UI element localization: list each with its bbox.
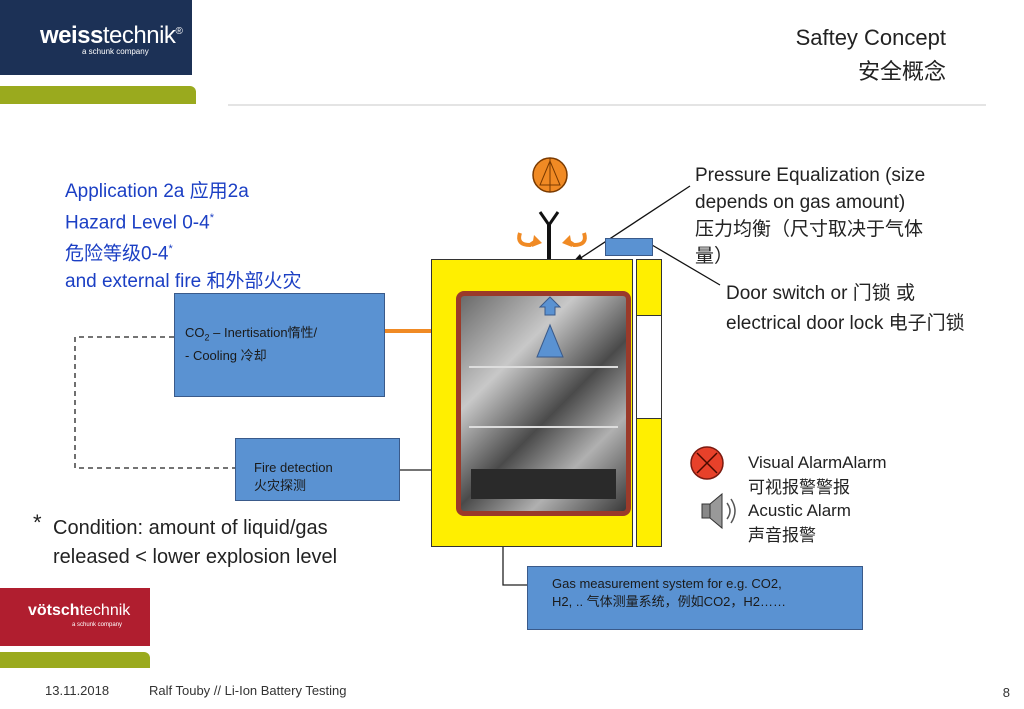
gas-measurement-box: Gas measurement system for e.g. CO2, H2,… [527, 566, 863, 630]
chamber-floor [471, 469, 616, 499]
co2-subscript: 2 [204, 332, 210, 343]
fire-detection-box: Fire detection 火灾探测 [235, 438, 400, 501]
co2-line-2: - Cooling 冷却 [185, 347, 267, 363]
weisstechnik-wordmark: weisstechnik® [40, 22, 183, 50]
chamber-shelf [469, 426, 618, 428]
footer-date: 13.11.2018 [45, 683, 110, 698]
condition-note: Condition: amount of liquid/gas released… [53, 514, 337, 572]
asterisk-mark: * [168, 243, 173, 256]
external-fire-line: and external fire 和外部火灾 [65, 270, 302, 292]
hazard-level-cn-text: 危险等级0-4 [65, 243, 169, 265]
condition-line: Condition: amount of liquid/gas [53, 517, 328, 539]
co2-inertisation-box: CO2 – Inertisation惰性/ - Cooling 冷却 [174, 293, 385, 397]
logo-bold-part: vötsch [28, 602, 80, 619]
speaker-icon [701, 492, 736, 530]
pressure-line: 压力均衡（尺寸取决于气体 [695, 219, 924, 240]
door-switch-block [605, 238, 653, 256]
green-accent-bar [0, 652, 150, 668]
pressure-line: 量） [695, 246, 734, 267]
condition-asterisk: * [33, 510, 42, 535]
door-line: Door switch or 门锁 或 [726, 283, 915, 304]
acoustic-alarm-label: Acustic Alarm 声音报警 [748, 498, 851, 548]
visual-alarm-label: Visual AlarmAlarm 可视报警警报 [748, 450, 887, 500]
pressure-release-arrows-icon [517, 232, 587, 248]
title-divider [228, 104, 986, 106]
application-block: Application 2a 应用2a Hazard Level 0-4* 危险… [65, 178, 302, 295]
gas-connector [502, 545, 527, 586]
chamber-shelf [469, 366, 618, 368]
visual-alarm-cn-text: 可视报警警报 [748, 478, 850, 497]
co2-inertisation-text: – Inertisation惰性/ [209, 325, 318, 340]
door-line: electrical door lock 电子门锁 [726, 313, 965, 334]
fire-detection-label: Fire detection [254, 460, 333, 475]
visual-alarm-icon [690, 446, 724, 480]
page-number: 8 [1002, 685, 1010, 700]
pressure-line: depends on gas amount) [695, 192, 906, 213]
condition-line: released < lower explosion level [53, 546, 338, 568]
voetschtechnik-logo: vötschtechnik a schunk company [0, 588, 150, 646]
logo-divider [0, 75, 192, 86]
hazard-level-line: Hazard Level 0-4* [65, 205, 302, 236]
slide-title-cn: 安全概念 [857, 59, 946, 84]
logo-subtitle: a schunk company [82, 47, 149, 56]
door-window [637, 315, 661, 419]
gas-measurement-line-1: Gas measurement system for e.g. CO2, [552, 576, 782, 591]
logo-bold-part: weiss [40, 22, 103, 49]
voetschtechnik-wordmark: vötschtechnik [28, 602, 130, 620]
slide-title-en: Saftey Concept [795, 25, 946, 50]
fire-detection-cn-label: 火灾探测 [254, 478, 307, 493]
logo-subtitle: a schunk company [72, 622, 123, 628]
door-switch-label: Door switch or 门锁 或 electrical door lock… [726, 279, 965, 339]
chamber-interior-image [456, 291, 631, 516]
co2-line-1: CO2 – Inertisation惰性/ [185, 324, 374, 347]
valve-fork-right [547, 211, 560, 226]
valve-fork-left [538, 211, 551, 226]
pressure-leader-line [569, 185, 691, 266]
logo-light-part: technik [79, 602, 131, 619]
asterisk-mark: * [209, 212, 214, 224]
application-line: Application 2a 应用2a [65, 181, 249, 202]
weisstechnik-logo: weisstechnik® a schunk company [0, 0, 192, 75]
acoustic-alarm-cn-text: 声音报警 [748, 526, 816, 545]
footer-author: Ralf Touby // Li-Ion Battery Testing [149, 683, 347, 698]
valve-icon [532, 157, 568, 193]
pressure-line: Pressure Equalization (size [695, 165, 926, 186]
logo-light-part: technik [102, 22, 176, 49]
dashed-connector [74, 336, 236, 469]
hazard-level-text: Hazard Level 0-4 [65, 212, 210, 234]
green-accent-bar [0, 86, 196, 104]
pressure-equalization-label: Pressure Equalization (size depends on g… [695, 162, 925, 270]
chamber-door [636, 259, 662, 547]
registered-mark: ® [175, 26, 183, 37]
co2-text: CO [185, 325, 205, 340]
acoustic-alarm-text: Acustic Alarm [748, 501, 851, 520]
door-leader-line [651, 244, 721, 286]
gas-measurement-line-2: H2, .. 气体测量系统，例如CO2，H2…… [552, 594, 787, 609]
hazard-level-cn-line: 危险等级0-4* [65, 236, 302, 267]
visual-alarm-text: Visual AlarmAlarm [748, 453, 887, 472]
gas-flow-arrow-icon [536, 296, 564, 358]
